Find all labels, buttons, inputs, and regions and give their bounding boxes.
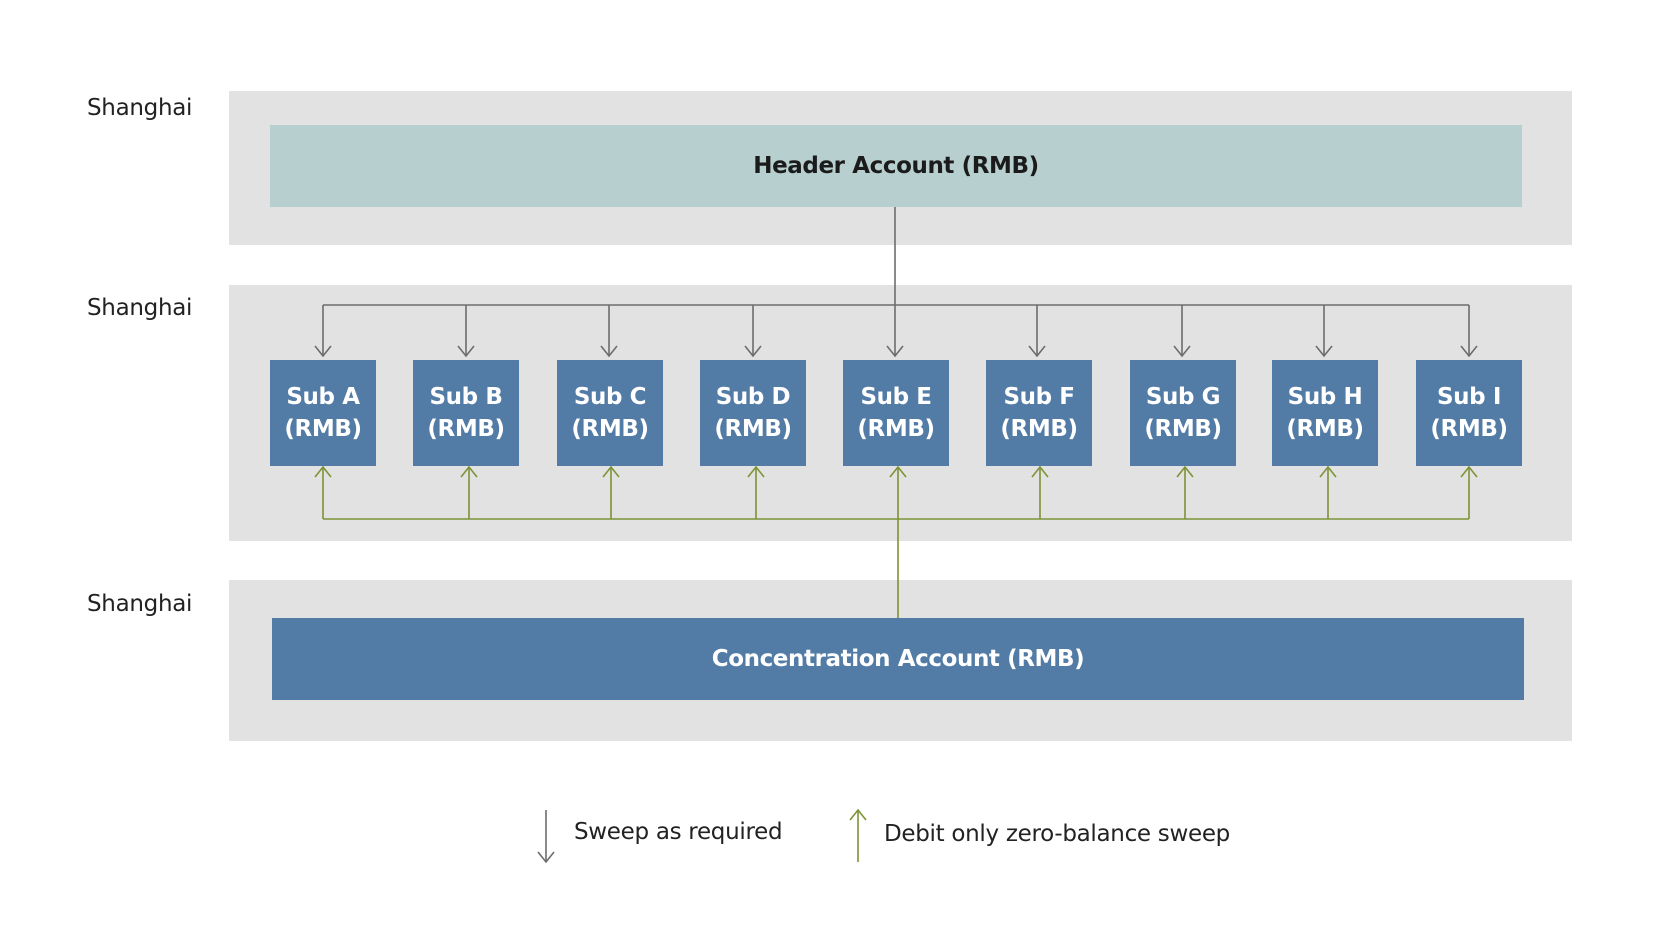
sub-account-name: Sub D <box>715 384 791 410</box>
sub-account-name: Sub A <box>286 384 360 410</box>
sub-account-currency: (RMB) <box>1286 416 1364 442</box>
sub-account-b: Sub B (RMB) <box>413 360 519 466</box>
debit-connectors <box>314 465 1478 618</box>
sub-account-a: Sub A (RMB) <box>270 360 376 466</box>
sub-account-currency: (RMB) <box>1144 416 1222 442</box>
debit-arrow-c <box>602 465 620 519</box>
sweep-arrow-f <box>1028 305 1046 358</box>
sub-account-f: Sub F (RMB) <box>986 360 1092 466</box>
legend-debit-label: Debit only zero-balance sweep <box>884 821 1230 847</box>
sweep-arrow-h <box>1315 305 1333 358</box>
debit-arrow-h <box>1319 465 1337 519</box>
sub-account-e: Sub E (RMB) <box>843 360 949 466</box>
sub-account-c: Sub C (RMB) <box>557 360 663 466</box>
legend-debit-arrow-icon <box>849 808 867 862</box>
sub-account-name: Sub C <box>573 384 647 410</box>
sub-account-h: Sub H (RMB) <box>1272 360 1378 466</box>
sub-account-name: Sub F <box>1003 384 1075 410</box>
sweep-arrow-a <box>314 305 332 358</box>
concentration-account: Concentration Account (RMB) <box>272 618 1524 700</box>
sub-account-currency: (RMB) <box>714 416 792 442</box>
debit-arrow-g <box>1176 465 1194 519</box>
debit-arrow-a <box>314 465 332 519</box>
debit-arrow-i <box>1460 465 1478 519</box>
sweep-arrow-g <box>1173 305 1191 358</box>
sweep-arrow-d <box>744 305 762 358</box>
debit-arrow-b <box>460 465 478 519</box>
region-label-subs: Shanghai <box>87 295 193 321</box>
region-label-concentration: Shanghai <box>87 591 193 617</box>
debit-arrow-f <box>1031 465 1049 519</box>
sweep-arrow-e <box>886 305 904 358</box>
sub-account-g: Sub G (RMB) <box>1130 360 1236 466</box>
sweep-connectors <box>314 207 1478 358</box>
sub-account-d: Sub D (RMB) <box>700 360 806 466</box>
header-account-label: Header Account (RMB) <box>753 153 1039 179</box>
sub-account-name: Sub H <box>1287 384 1363 410</box>
legend-sweep-label: Sweep as required <box>574 819 783 845</box>
sub-account-i: Sub I (RMB) <box>1416 360 1522 466</box>
sub-account-currency: (RMB) <box>1430 416 1508 442</box>
sub-account-name: Sub G <box>1145 384 1221 410</box>
sub-account-name: Sub I <box>1437 384 1501 410</box>
sub-account-currency: (RMB) <box>1000 416 1078 442</box>
debit-arrow-d <box>747 465 765 519</box>
sweep-arrow-i <box>1460 305 1478 358</box>
debit-arrow-e <box>889 465 907 519</box>
legend-sweep-arrow-icon <box>537 810 555 864</box>
header-account: Header Account (RMB) <box>270 125 1522 207</box>
region-label-header: Shanghai <box>87 95 193 121</box>
sub-account-currency: (RMB) <box>571 416 649 442</box>
sub-account-currency: (RMB) <box>284 416 362 442</box>
sweep-arrow-c <box>600 305 618 358</box>
concentration-account-label: Concentration Account (RMB) <box>711 646 1085 672</box>
sub-account-name: Sub E <box>860 384 932 410</box>
sub-account-name: Sub B <box>429 384 503 410</box>
sweep-arrow-b <box>457 305 475 358</box>
sub-account-currency: (RMB) <box>427 416 505 442</box>
sub-account-currency: (RMB) <box>857 416 935 442</box>
